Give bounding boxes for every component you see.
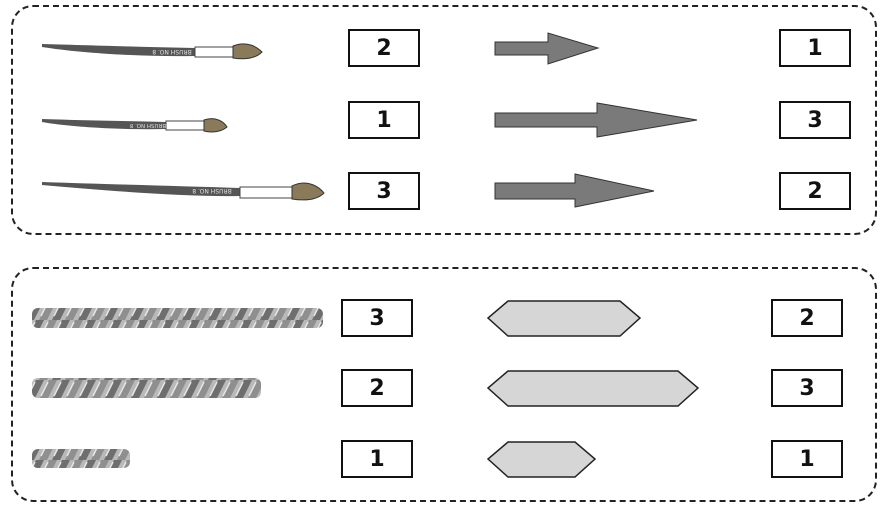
brush-rank-box-3: 3 xyxy=(348,172,420,210)
hexagon-rank-box-3: 1 xyxy=(771,440,843,478)
paintbrush-long: BRUSH NO. 8 xyxy=(42,182,325,201)
hexagon-rank-box-2: 3 xyxy=(771,369,843,407)
hexagon-rank-box-1: 2 xyxy=(771,299,843,337)
rope-hexagon-panel xyxy=(11,267,877,502)
hexagon-long xyxy=(486,370,700,407)
rope-long xyxy=(32,308,323,328)
brush-arrow-panel xyxy=(11,5,877,235)
rope-rank-box-3: 1 xyxy=(341,440,413,478)
brush-label: BRUSH NO. 8 xyxy=(152,48,192,55)
brush-rank-box-2: 1 xyxy=(348,101,420,139)
brush-label: BRUSH NO. 8 xyxy=(192,187,232,194)
arrow-rank-box-2: 3 xyxy=(779,101,851,139)
rope-rank-box-1: 3 xyxy=(341,299,413,337)
arrow-long xyxy=(494,102,698,138)
arrow-rank-box-1: 1 xyxy=(779,29,851,67)
brush-label: BRUSH NO. 8 xyxy=(129,122,166,128)
arrow-rank-box-3: 2 xyxy=(779,172,851,210)
arrow-medium xyxy=(494,173,655,208)
hexagon-medium xyxy=(486,300,642,337)
rope-rank-box-2: 2 xyxy=(341,369,413,407)
hexagon-short xyxy=(486,441,597,478)
brush-rank-box-1: 2 xyxy=(348,29,420,67)
rope-medium xyxy=(32,378,261,398)
arrow-short xyxy=(494,32,600,65)
paintbrush-medium: BRUSH NO. 8 xyxy=(42,43,263,60)
rope-short xyxy=(32,449,130,468)
paintbrush-short: BRUSH NO. 8 xyxy=(42,118,228,133)
